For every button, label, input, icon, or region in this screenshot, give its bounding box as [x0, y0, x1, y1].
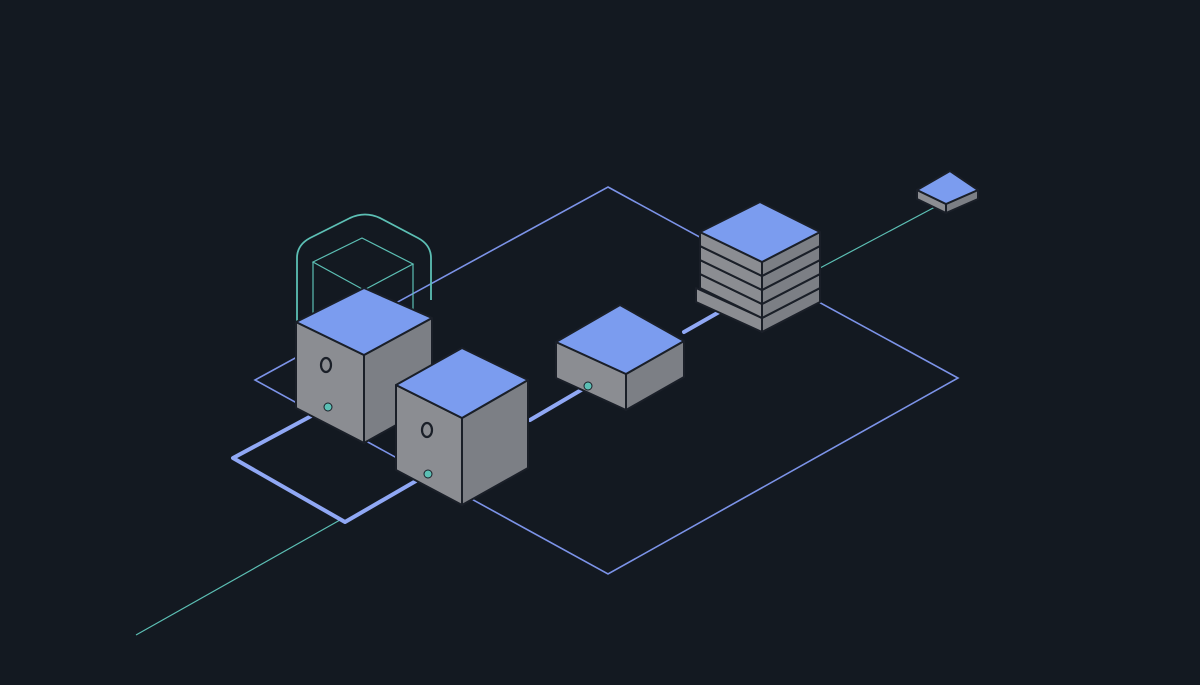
storage-stack	[695, 201, 821, 333]
port-icon	[323, 402, 333, 412]
primary-node	[395, 347, 529, 506]
edge-device-top-face	[916, 170, 979, 205]
port-icon	[423, 469, 433, 479]
cable-primary-to-gateway	[528, 384, 590, 422]
storage-layer-top-face	[699, 201, 821, 263]
port-icon	[583, 381, 593, 391]
status-led-icon	[319, 356, 333, 374]
primary-node-top-face	[395, 347, 529, 419]
padlock-icon	[296, 213, 432, 342]
gateway-node-top-face	[555, 304, 685, 375]
connection-line-edge	[819, 206, 936, 269]
cable-secure-to-primary	[231, 405, 430, 524]
status-led-icon	[420, 421, 434, 439]
connection-line-origin	[135, 519, 341, 636]
secure-node-top-face	[295, 287, 433, 356]
gateway-node	[555, 304, 685, 411]
edge-device	[916, 170, 979, 214]
storage-layer	[699, 201, 821, 277]
